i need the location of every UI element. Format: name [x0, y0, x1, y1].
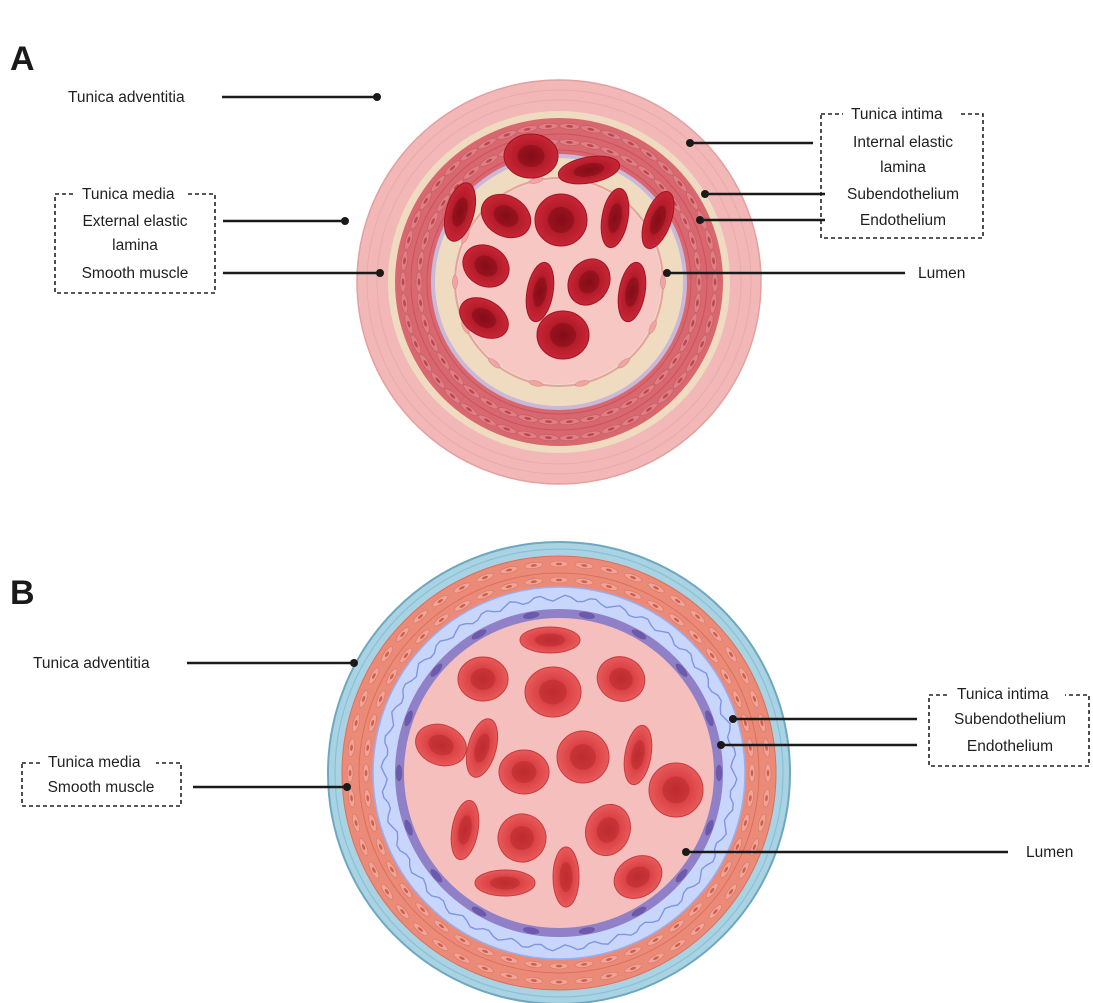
b-label-subendothelium: Subendothelium	[954, 711, 1066, 728]
artery-muscle-cell-nucleus	[714, 279, 717, 286]
vein-muscle-cell-nucleus	[365, 770, 368, 776]
b-label-tunica-adventitia: Tunica adventitia	[33, 655, 150, 672]
a-label-external-elastic-lamina: lamina	[112, 237, 158, 254]
b-label-lumen: Lumen	[1026, 844, 1073, 861]
vein-muscle-cell-nucleus	[349, 770, 352, 776]
red-blood-cell-center	[518, 145, 545, 167]
a-label-tunica-intima: Tunica intima	[851, 106, 943, 123]
b-tunica-intima-box	[929, 695, 1089, 766]
a-label-lumen: Lumen	[918, 265, 965, 282]
artery-illustration	[357, 80, 761, 484]
artery-endothelial-cell	[452, 275, 457, 289]
a-label-endothelium: Endothelium	[860, 212, 946, 229]
vein-muscle-cell-nucleus	[556, 965, 562, 968]
red-blood-cell-center	[490, 877, 520, 890]
panel-a-letter: A	[10, 40, 35, 78]
vein-muscle-cell-nucleus	[556, 981, 562, 984]
panel-b: B Tunica adventitia Tunica media Smooth …	[10, 542, 1089, 1003]
vein-muscle-cell-nucleus	[767, 770, 770, 776]
red-blood-cell-center	[471, 668, 496, 690]
a-label-smooth-muscle: Smooth muscle	[82, 265, 189, 282]
vein-muscle-cell-nucleus	[556, 563, 562, 566]
b-label-smooth-muscle: Smooth muscle	[48, 779, 155, 796]
red-blood-cell-center	[512, 761, 537, 783]
vein-endothelial-cell	[716, 765, 722, 781]
vein-endothelial-cell	[396, 765, 402, 781]
red-blood-cell-center	[539, 680, 567, 705]
red-blood-cell-center	[560, 862, 573, 892]
artery-muscle-cell-nucleus	[402, 279, 405, 286]
vein-illustration	[328, 542, 790, 1003]
artery-muscle-cell-nucleus	[418, 279, 421, 286]
b-label-endothelium: Endothelium	[967, 738, 1053, 755]
artery-muscle-cell-nucleus	[698, 279, 701, 286]
a-label-internal-elastic-lamina: lamina	[880, 159, 926, 176]
red-blood-cell-center	[550, 323, 576, 347]
a-label-external-elastic: External elastic	[82, 213, 187, 230]
a-label-internal-elastic: Internal elastic	[853, 134, 953, 151]
red-blood-cell-center	[535, 634, 565, 647]
a-label-tunica-adventitia: Tunica adventitia	[68, 89, 185, 106]
vein-muscle-cell-nucleus	[556, 579, 562, 582]
artery-endothelial-cell	[660, 275, 665, 289]
vein-muscle-cell-nucleus	[751, 770, 754, 776]
b-label-tunica-intima: Tunica intima	[957, 686, 1049, 703]
panel-a: A Tunica adventitia Tunica media Externa…	[10, 40, 983, 484]
red-blood-cell-center	[663, 777, 690, 804]
b-label-tunica-media: Tunica media	[48, 754, 141, 771]
a-label-tunica-media: Tunica media	[82, 186, 175, 203]
panel-b-letter: B	[10, 574, 35, 612]
red-blood-cell-center	[548, 207, 574, 233]
a-label-subendothelium: Subendothelium	[847, 186, 959, 203]
red-blood-cell-center	[570, 744, 596, 770]
